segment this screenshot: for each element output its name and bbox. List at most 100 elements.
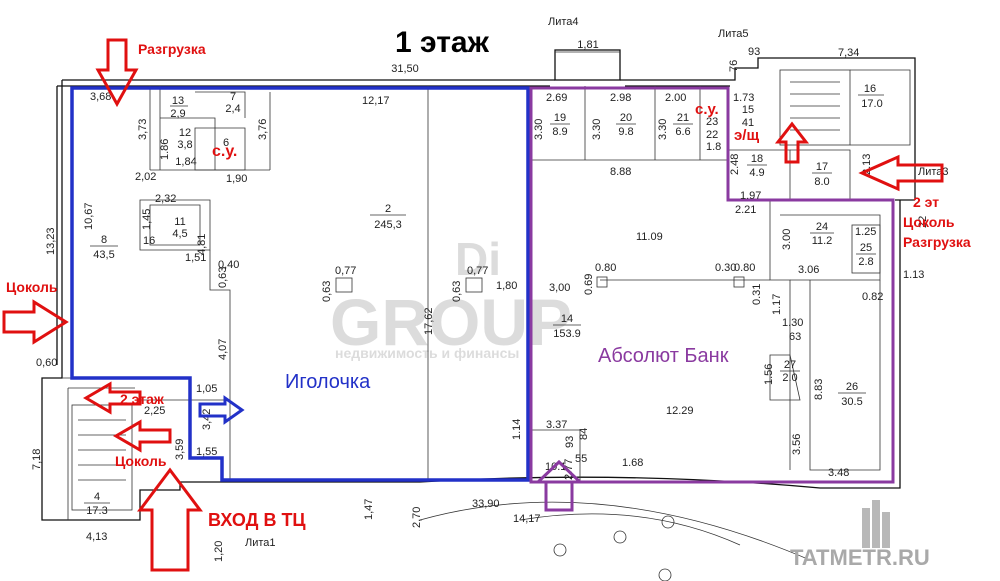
dim-label: 3.30 [657,119,669,140]
dim-label: 22 [706,129,718,141]
dim-label: 3,42 [201,409,213,430]
interior-walls-right [527,69,911,482]
room-area: 30.5 [841,396,862,408]
dim-label: 3.06 [798,264,819,276]
dim-label: 63 [789,331,801,343]
room-number: 6 [223,137,229,149]
room-area: 43,5 [93,249,114,261]
tenant-label-right: Абсолют Банк [598,345,729,367]
arrow-unloading-top [95,38,139,108]
arrow-basement-stair [113,419,172,453]
room-number: 7 [230,91,236,103]
dim-label: 3.56 [791,434,803,455]
dim-label: 1,90 [226,173,247,185]
dim-label: 84 [578,428,590,440]
room-area: 2.0 [782,372,797,384]
room-area: 41 [742,117,754,129]
arrow-second-floor [83,381,142,415]
room-25: 25 2.8 [856,242,876,268]
dim-label: 93 [564,436,576,448]
dim-label: 3.30 [591,119,603,140]
dim-label: 3.30 [533,119,545,140]
lita-label: Лита5 [718,28,749,40]
dim-label: 0.80 [734,262,755,274]
dim-label: 17,62 [423,307,435,335]
room-number: 15 [742,104,754,116]
arrow-unloading-right [858,154,944,192]
dim-label: 4,07 [217,339,229,360]
dim-label: 1.25 [855,226,876,238]
label-unloading-right: Разгрузка [903,234,971,250]
dim-label: 1.14 [511,419,523,440]
lita-label: Лита4 [548,16,579,28]
dim-label: 1,47 [363,499,375,520]
dim-label: 4,13 [86,531,107,543]
room-area: 8.0 [814,176,829,188]
room-labels: 13 2,9 7 2,4 12 3,8 6 1,84 11 4,5 8 43,5… [84,83,884,517]
red-annotations: Разгрузка Цоколь 2 этаж Цоколь ВХОД В ТЦ… [6,41,971,530]
dim-label: 1,05 [196,383,217,395]
dim-label: 8.88 [610,166,631,178]
page-title: 1 этаж [395,26,490,59]
dim-label: 1.56 [763,364,775,385]
dim-label: 1.17 [771,294,783,315]
dim-label: 2.98 [610,92,631,104]
room-area: 4.9 [749,167,764,179]
dimensions: 1,81 31,50 93 7,34 76 3,68 12,17 3,73 3,… [31,39,929,562]
dim-label: 1.97 [740,190,761,202]
room-20: 20 9.8 [616,112,636,138]
dim-label: 3,76 [257,119,269,140]
dim-label: 3,68 [90,91,111,103]
lita-label: Лита3 [918,166,949,178]
dim-label: 14,17 [513,513,541,525]
room-24: 24 11.2 [810,221,834,247]
dim-label: 0,63 [451,281,463,302]
watermark-line3: недвижимость и финансы [335,345,519,361]
dim-label: 1.13 [903,269,924,281]
dim-label: 1.73 [733,92,754,104]
label-unloading-top: Разгрузка [138,41,206,57]
dim-label: 12.29 [666,405,694,417]
room-number: 13 [172,95,184,107]
room-19: 19 8.9 [550,112,570,138]
dim-label: 2,70 [411,507,423,528]
dim-label: 31,50 [391,63,419,75]
room-area: 6.6 [675,126,690,138]
dim-label: 0,60 [36,357,57,369]
dim-label: 3,00 [549,282,570,294]
label-second-floor: 2 этаж [120,391,165,407]
dim-label: 33,90 [472,498,500,510]
dim-label: 1.30 [782,317,803,329]
room-number: 18 [751,153,763,165]
dim-label: 8.83 [813,379,825,400]
dim-label: 0.80 [595,262,616,274]
room-15: 15 41 [742,104,754,129]
dim-label: 0.31 [751,284,763,305]
watermark-line1: Di [455,233,501,285]
dim-label: 0.69 [583,274,595,295]
dim-label: 93 [748,46,760,58]
room-18: 18 4.9 [747,153,767,179]
room-4: 4 17.3 [84,491,110,517]
room-number: 20 [620,112,632,124]
dim-label: 13,23 [45,227,57,255]
dim-label: 0.30 [715,262,736,274]
arrow-electric [774,121,810,164]
dim-label: 7,18 [31,449,43,470]
dim-label: 3,59 [174,439,186,460]
room-number: 14 [561,313,573,325]
dim-label: 1.68 [622,457,643,469]
building-icon [862,500,890,548]
front-curve [419,501,811,581]
dim-label: 1,51 [185,252,206,264]
room-number: 12 [179,127,191,139]
site-label: TATMETR.RU [790,545,930,570]
room-number: 8 [101,234,107,246]
tenant-outline-right [529,86,895,484]
arrow-exit-blue [198,395,245,425]
dim-label: 0,63 [217,267,229,288]
dim-label: 10,67 [83,202,95,230]
label-wc-right: с.у. [695,101,719,118]
label-basement-left: Цоколь [6,279,58,295]
